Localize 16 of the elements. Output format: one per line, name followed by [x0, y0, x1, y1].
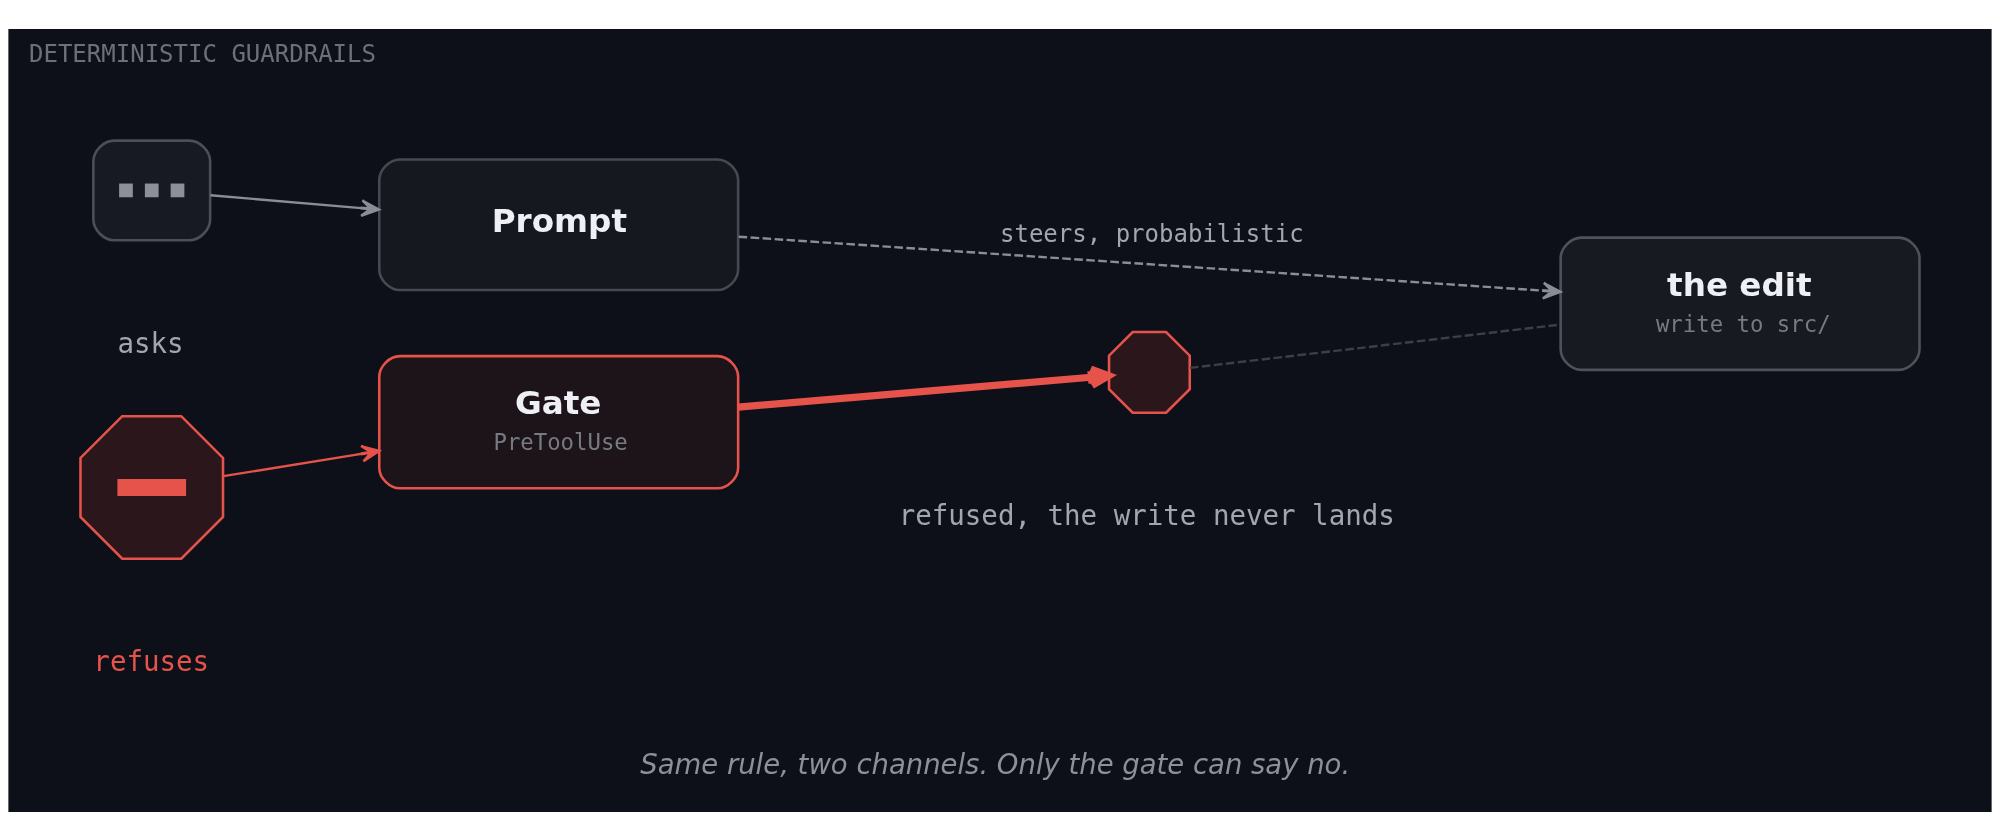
node-bubble: [92, 138, 212, 241]
node-box: the edit write to src/: [1559, 235, 1921, 371]
node-box: Prompt: [377, 157, 740, 291]
diagram-title: DETERMINISTIC GUARDRAILS: [28, 39, 376, 68]
caption: Same rule, two channels. Only the gate can say no.: [640, 748, 1351, 780]
node-octagon: [79, 414, 225, 560]
node-label: refuses: [93, 645, 210, 677]
node-label: refused, the write never lands: [898, 499, 1395, 531]
edge-label: steers, probabilistic: [1000, 219, 1304, 248]
node-label: asks: [117, 327, 184, 359]
connector: [1189, 322, 1561, 369]
arrow: [223, 444, 381, 477]
node-octagon: [1107, 330, 1192, 414]
arrow: [738, 235, 1562, 300]
arrow: [210, 193, 381, 217]
node-box: Gate PreToolUse: [377, 354, 740, 490]
